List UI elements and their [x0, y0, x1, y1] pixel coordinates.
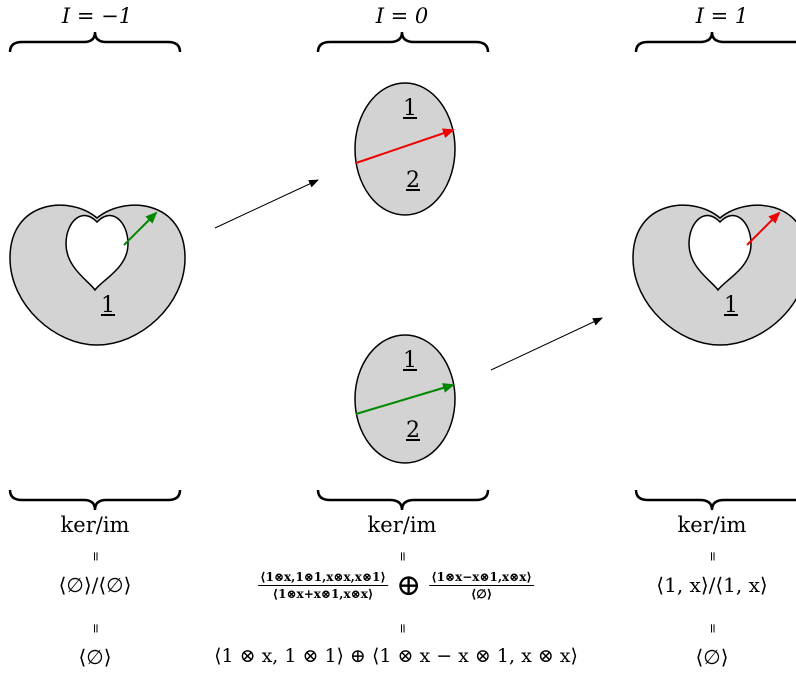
homology-right-result: ⟨∅⟩: [695, 645, 729, 669]
homology-middle-result: ⟨1 ⊗ x, 1 ⊗ 1⟩ ⊕ ⟨1 ⊗ x − x ⊗ 1, x ⊗ x⟩: [214, 645, 578, 667]
fraction-second-denominator: ⟨∅⟩: [470, 587, 493, 601]
green-arrow-left: [123, 211, 158, 246]
equals-left-2: =: [87, 623, 103, 634]
right-heart-surface: [632, 204, 796, 346]
brace-bottom-right: [634, 489, 796, 511]
face-label-top-upper: 1: [403, 96, 417, 121]
equals-right-1: =: [704, 551, 720, 562]
equals-left-1: =: [87, 551, 103, 562]
homology-middle-quotient: ⟨1⊗x,1⊗1,x⊗x,x⊗1⟩ ⟨1⊗x+x⊗1,x⊗x⟩ ⊕ ⟨1⊗x−x…: [258, 568, 534, 603]
fraction-first: ⟨1⊗x,1⊗1,x⊗x,x⊗1⟩ ⟨1⊗x+x⊗1,x⊗x⟩: [258, 570, 388, 601]
homology-left-result: ⟨∅⟩: [78, 645, 112, 669]
homology-left-quotient: ⟨∅⟩/⟨∅⟩: [58, 573, 132, 597]
homology-right-quotient: ⟨1, x⟩/⟨1, x⟩: [656, 573, 768, 597]
face-label-left-heart: 1: [101, 293, 115, 318]
equals-middle-2: =: [394, 623, 410, 634]
equals-right-2: =: [704, 623, 720, 634]
fraction-first-numerator: ⟨1⊗x,1⊗1,x⊗x,x⊗1⟩: [258, 570, 388, 586]
equals-middle-1: =: [394, 551, 410, 562]
left-heart-surface: [9, 204, 186, 346]
fraction-second: ⟨1⊗x−x⊗1,x⊗x⟩ ⟨∅⟩: [429, 570, 534, 601]
column-label-minus-one: I = −1: [61, 4, 133, 28]
kerim-right: ker/im: [677, 513, 747, 537]
brace-top-left: [8, 31, 182, 53]
fraction-first-denominator: ⟨1⊗x+x⊗1,x⊗x⟩: [272, 587, 374, 601]
bottom-disk-surface: [354, 334, 456, 464]
direct-sum-symbol: ⊕: [395, 568, 422, 603]
kerim-left: ker/im: [60, 513, 130, 537]
face-label-top-lower: 2: [406, 168, 420, 193]
face-label-right-heart: 1: [724, 293, 738, 318]
column-label-one: I = 1: [695, 4, 749, 28]
kerim-middle: ker/im: [367, 513, 437, 537]
brace-bottom-middle: [316, 489, 490, 511]
red-arrow-right: [746, 211, 781, 246]
map-arrow-left-to-top: [214, 179, 319, 229]
brace-bottom-left: [8, 489, 182, 511]
face-label-bottom-lower: 2: [406, 418, 420, 443]
brace-top-middle: [316, 31, 490, 53]
top-disk-surface: [354, 82, 456, 216]
fraction-second-numerator: ⟨1⊗x−x⊗1,x⊗x⟩: [429, 570, 534, 586]
red-arrow-top: [355, 128, 455, 164]
map-arrow-bottom-to-right: [490, 317, 603, 371]
green-arrow-bottom: [355, 383, 455, 415]
face-label-bottom-upper: 1: [403, 348, 417, 373]
column-label-zero: I = 0: [375, 4, 429, 28]
brace-top-right: [634, 31, 796, 53]
